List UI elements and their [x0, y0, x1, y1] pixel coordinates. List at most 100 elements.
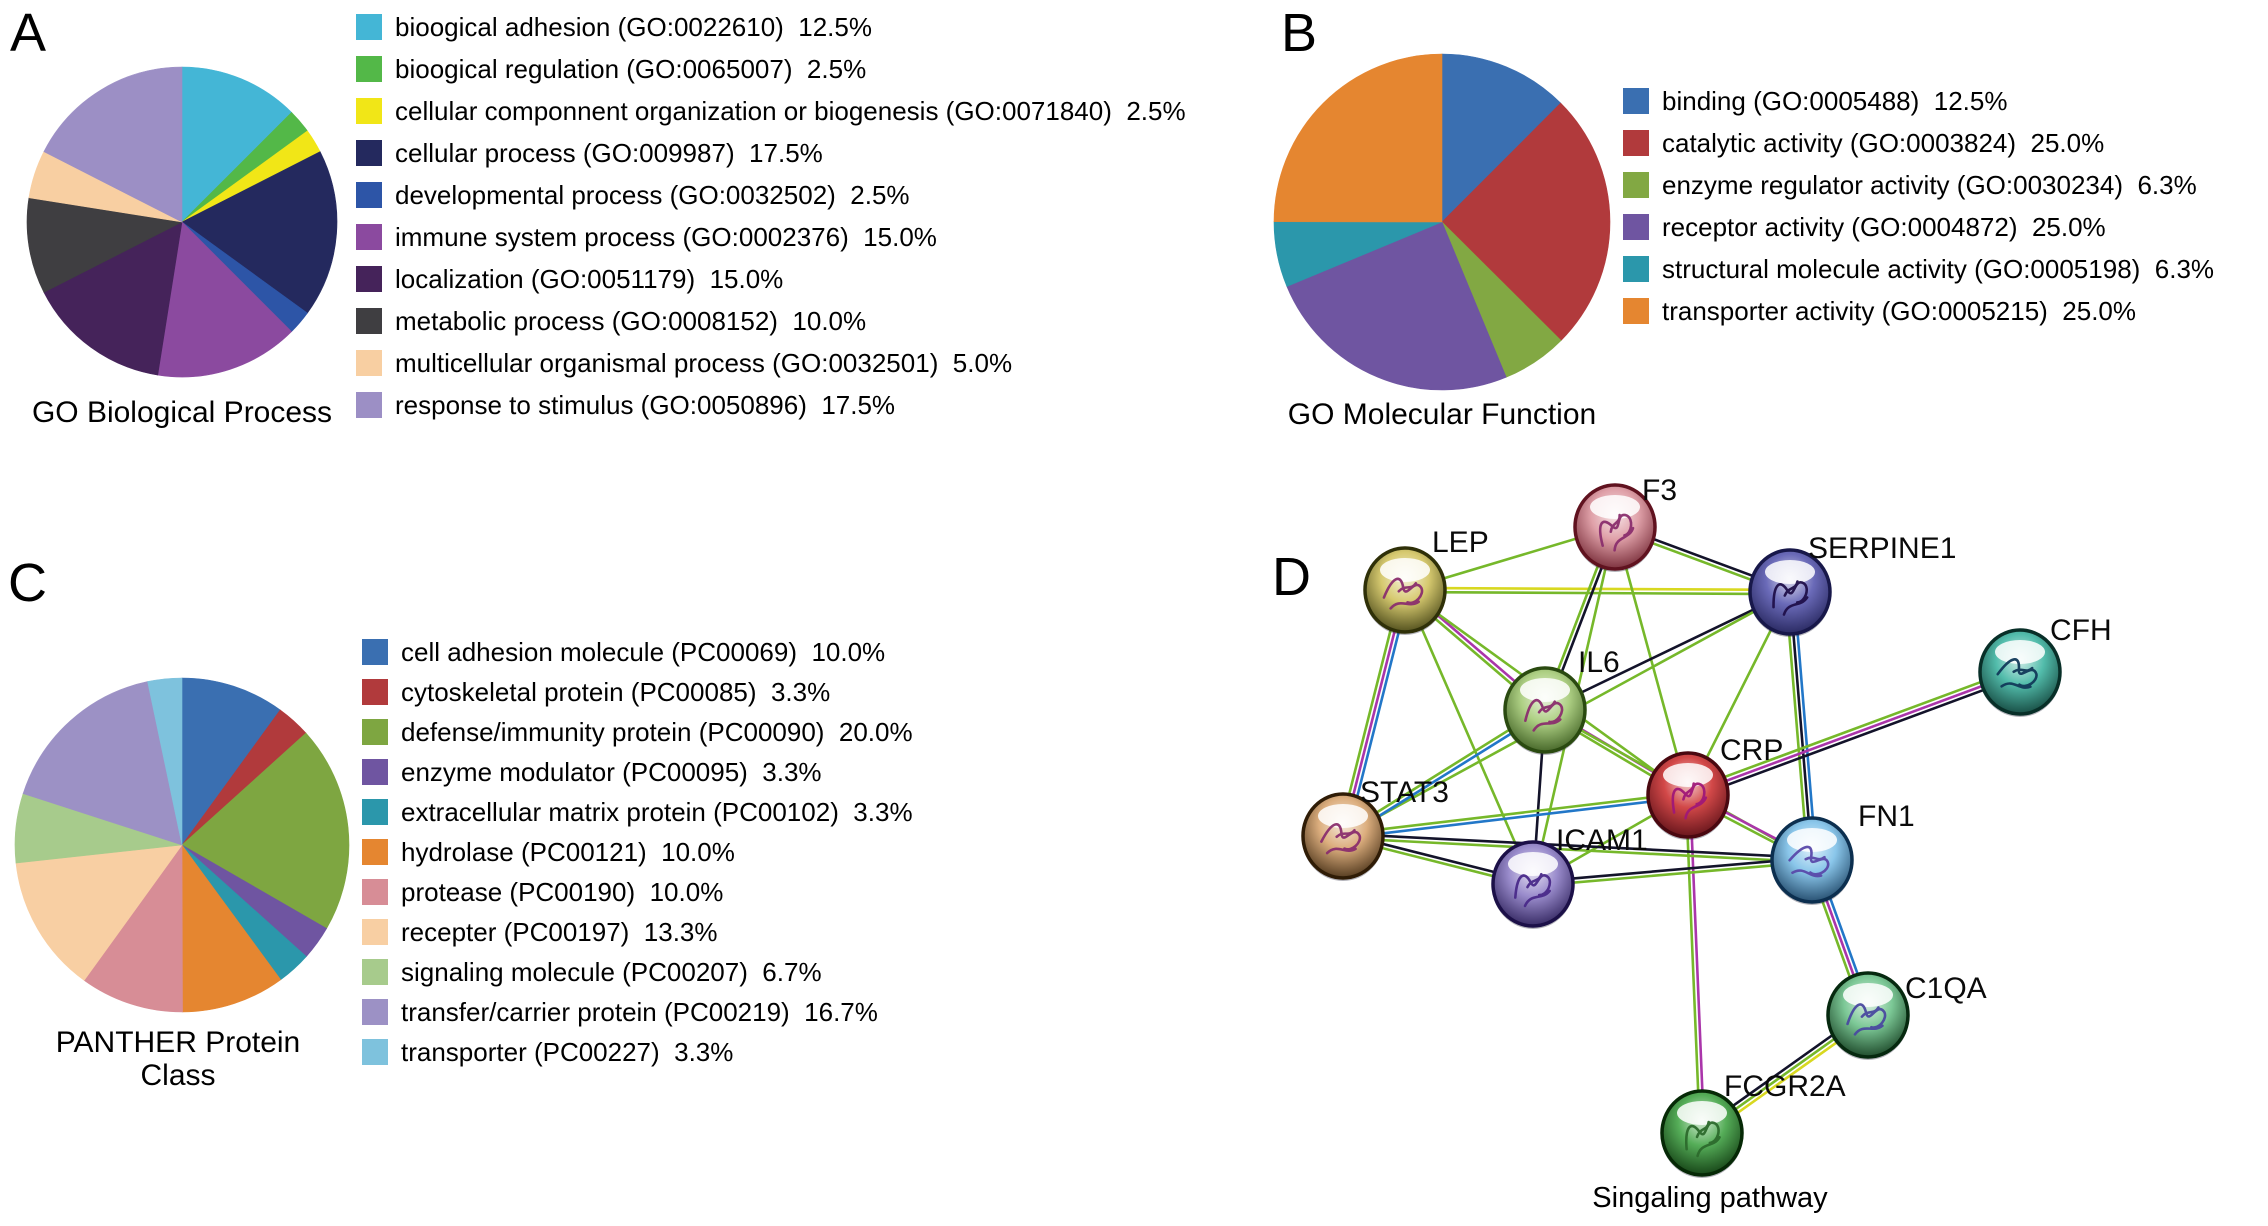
- network-node-label-LEP: LEP: [1432, 526, 1489, 559]
- legend-item: hydrolase (PC00121) 10.0%: [362, 832, 913, 872]
- pie-slice: [15, 844, 183, 981]
- pie-slice: [181, 151, 338, 314]
- network-node-FN1: [1770, 816, 1854, 905]
- legend-label: signaling molecule (PC00207) 6.7%: [401, 956, 822, 987]
- legend-item: protease (PC00190) 10.0%: [362, 872, 913, 912]
- legend-label: cellular componnent organization or biog…: [395, 95, 1186, 126]
- pie-slice: [1441, 102, 1611, 341]
- legend-item: metabolic process (GO:0008152) 10.0%: [356, 300, 1186, 342]
- legend-item: binding (GO:0005488) 12.5%: [1623, 80, 2214, 122]
- legend-label: metabolic process (GO:0008152) 10.0%: [395, 305, 867, 336]
- network-edge-SERPINE1-FN1: [1792, 590, 1818, 861]
- network-edge-CRP-CFH: [1688, 674, 2023, 801]
- legend-item: cellular process (GO:009987) 17.5%: [356, 132, 1186, 174]
- network-node-label-ICAM1: ICAM1: [1556, 824, 1648, 857]
- network-edge-ICAM1-FN1: [1531, 856, 1814, 884]
- pie-slice: [26, 197, 183, 293]
- network-node-label-CRP: CRP: [1720, 734, 1783, 767]
- network-edge-LEP-SERPINE1: [1403, 590, 1792, 596]
- legend-swatch: [1623, 130, 1649, 156]
- network-node-label-FN1: FN1: [1858, 800, 1915, 833]
- legend-label: defense/immunity protein (PC00090) 20.0%: [401, 716, 913, 747]
- network-edge-LEP-ICAM1: [1403, 588, 1535, 886]
- legend-item: structural molecule activity (GO:0005198…: [1623, 248, 2214, 290]
- pie-slice: [1273, 53, 1443, 223]
- network-node-IL6: [1503, 666, 1587, 755]
- legend-swatch: [362, 759, 388, 785]
- network-node-label-CFH: CFH: [2050, 614, 2112, 647]
- legend-swatch: [362, 879, 388, 905]
- pie-slice: [22, 681, 183, 846]
- legend-swatch: [362, 999, 388, 1025]
- protein-structure-glyph: [1320, 823, 1362, 855]
- legend-go-biological-process: bioogical adhesion (GO:0022610) 12.5% bio…: [356, 6, 1186, 426]
- network-edge-SERPINE1-IL6: [1543, 590, 1792, 712]
- pie-chart-go-biological-process: [26, 66, 338, 378]
- protein-structure-glyph: [1772, 580, 1809, 616]
- legend-item: developmental process (GO:0032502) 2.5%: [356, 174, 1186, 216]
- pie-slice: [43, 66, 183, 223]
- network-node-F3: [1573, 483, 1657, 572]
- legend-swatch: [356, 308, 382, 334]
- network-node-label-STAT3: STAT3: [1360, 776, 1449, 809]
- legend-swatch: [1623, 172, 1649, 198]
- legend-swatch: [356, 266, 382, 292]
- panel-b-title: GO Molecular Function: [1287, 398, 1597, 431]
- protein-structure-glyph: [1524, 698, 1564, 732]
- protein-structure-glyph: [1684, 1120, 1721, 1158]
- legend-item: bioogical adhesion (GO:0022610) 12.5%: [356, 6, 1186, 48]
- legend-label: binding (GO:0005488) 12.5%: [1662, 85, 2008, 116]
- legend-item: localization (GO:0051179) 15.0%: [356, 258, 1186, 300]
- legend-label: enzyme regulator activity (GO:0030234) 6…: [1662, 169, 2197, 200]
- panel-d-label: D: [1272, 547, 1311, 607]
- legend-label: response to stimulus (GO:0050896) 17.5%: [395, 389, 896, 420]
- legend-item: transfer/carrier protein (PC00219) 16.7%: [362, 992, 913, 1032]
- legend-label: immune system process (GO:0002376) 15.0%: [395, 221, 937, 252]
- panel-b-label: B: [1281, 3, 1318, 63]
- panel-c-label: C: [8, 553, 47, 613]
- legend-swatch: [362, 679, 388, 705]
- legend-item: receptor activity (GO:0004872) 25.0%: [1623, 206, 2214, 248]
- legend-swatch: [1623, 256, 1649, 282]
- legend-label: transporter (PC00227) 3.3%: [401, 1036, 734, 1067]
- network-edge-CRP-CFH: [1686, 670, 2022, 797]
- legend-label: developmental process (GO:0032502) 2.5%: [395, 179, 910, 210]
- network-node-FCGR2A: [1660, 1089, 1744, 1178]
- legend-label: localization (GO:0051179) 15.0%: [395, 263, 784, 294]
- legend-label: extracellular matrix protein (PC00102) 3…: [401, 796, 913, 827]
- legend-swatch: [356, 56, 382, 82]
- protein-structure-glyph: [1671, 782, 1708, 820]
- legend-swatch: [362, 1039, 388, 1065]
- pie-slice: [181, 732, 350, 929]
- protein-structure-glyph: [1513, 872, 1552, 908]
- legend-label: receptor activity (GO:0004872) 25.0%: [1662, 211, 2106, 242]
- legend-label: cytoskeletal protein (PC00085) 3.3%: [401, 676, 831, 707]
- legend-go-molecular-function: binding (GO:0005488) 12.5% catalytic acti…: [1623, 80, 2214, 332]
- legend-swatch: [362, 919, 388, 945]
- legend-item: defense/immunity protein (PC00090) 20.0%: [362, 712, 913, 752]
- protein-structure-glyph: [1788, 845, 1830, 878]
- pie-slice: [1441, 53, 1562, 223]
- legend-item: cytoskeletal protein (PC00085) 3.3%: [362, 672, 913, 712]
- legend-swatch: [362, 639, 388, 665]
- panel-a-label: A: [10, 3, 47, 63]
- legend-swatch: [1623, 298, 1649, 324]
- network-edge-CRP-STAT3: [1341, 795, 1690, 840]
- legend-label: protease (PC00190) 10.0%: [401, 876, 724, 907]
- network-node-label-FCGR2A: FCGR2A: [1724, 1070, 1846, 1103]
- network-node-label-IL6: IL6: [1578, 646, 1620, 679]
- legend-label: enzyme modulator (PC00095) 3.3%: [401, 756, 822, 787]
- pie-slice: [181, 844, 282, 1013]
- legend-item: transporter (PC00227) 3.3%: [362, 1032, 913, 1072]
- pie-chart-panther-protein-class: [14, 677, 350, 1013]
- legend-swatch: [356, 224, 382, 250]
- network-edge-SERPINE1-FN1: [1784, 591, 1810, 862]
- legend-label: bioogical regulation (GO:0065007) 2.5%: [395, 53, 867, 84]
- legend-item: catalytic activity (GO:0003824) 25.0%: [1623, 122, 2214, 164]
- network-edge-CRP-CFH: [1685, 666, 2020, 793]
- legend-label: transporter activity (GO:0005215) 25.0%: [1662, 295, 2137, 326]
- pie-slice: [157, 221, 293, 378]
- network-edge-STAT3-FN1: [1341, 836, 1814, 864]
- protein-structure-glyph: [1996, 658, 2038, 689]
